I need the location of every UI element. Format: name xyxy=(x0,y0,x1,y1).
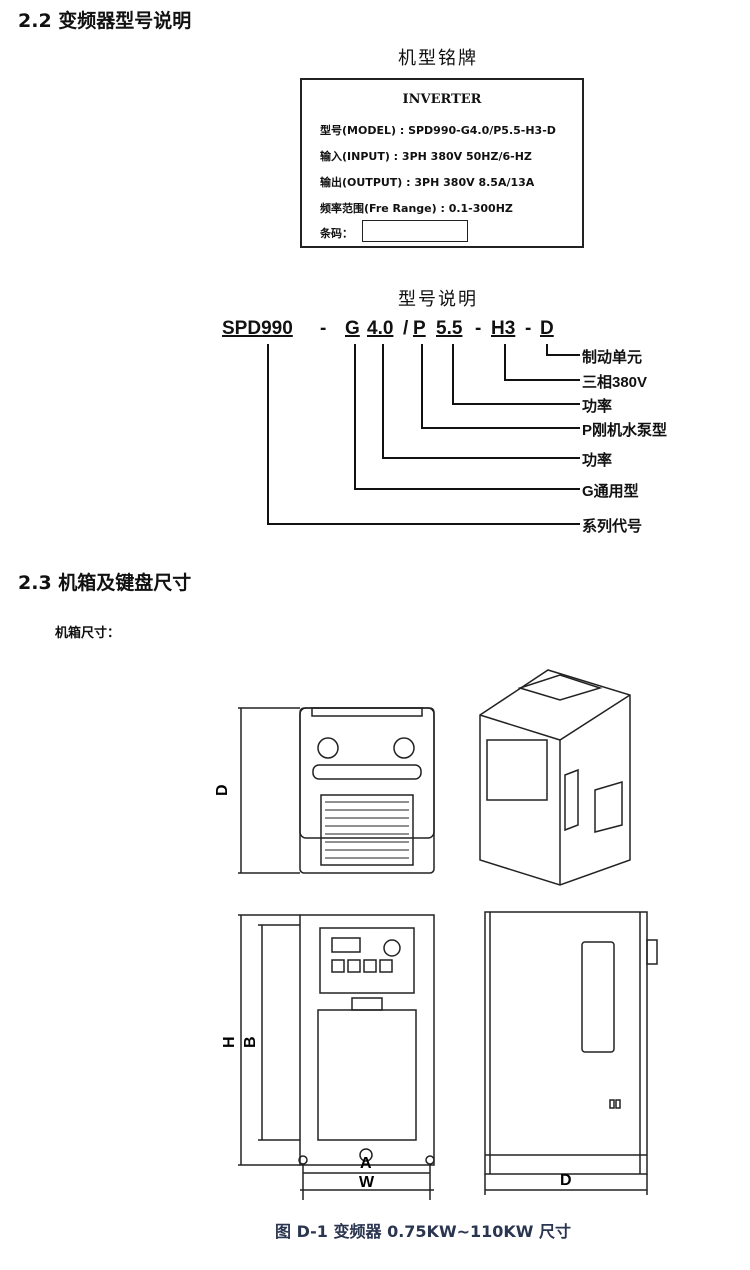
label-pump-type: P刚机水泵型 xyxy=(582,422,668,439)
barcode-box xyxy=(362,220,468,242)
label-power-g: 功率 xyxy=(582,452,613,469)
dim-a: A xyxy=(360,1155,372,1172)
model-leader-lines xyxy=(267,344,580,525)
nameplate: INVERTER 型号(MODEL) : SPD990-G4.0/P5.5-H3… xyxy=(300,78,584,248)
nameplate-title: INVERTER xyxy=(402,92,482,107)
label-brake-unit: 制动单元 xyxy=(582,349,643,366)
dim-d-top: D xyxy=(214,784,231,796)
nameplate-heading: 机型铭牌 xyxy=(398,48,478,69)
code-series: SPD990 xyxy=(222,318,293,339)
section-title-2-2: 2.2 变频器型号说明 xyxy=(18,10,192,32)
chassis-size-label: 机箱尺寸： xyxy=(55,626,121,641)
nameplate-model: 型号(MODEL) : SPD990-G4.0/P5.5-H3-D xyxy=(320,124,556,137)
label-three-phase: 三相380V xyxy=(582,374,648,391)
code-voltage: H3 xyxy=(491,318,516,339)
dim-d-side: D xyxy=(560,1172,572,1189)
code-dash: - xyxy=(525,318,532,339)
nameplate-barcode-label: 条码： xyxy=(320,227,353,240)
code-brake: D xyxy=(540,318,554,339)
nameplate-output: 输出(OUTPUT) : 3PH 380V 8.5A/13A xyxy=(320,176,535,189)
label-power-p: 功率 xyxy=(582,398,613,415)
dim-b: B xyxy=(242,1036,259,1048)
dim-h: H xyxy=(221,1036,238,1048)
model-code: SPD990 - G 4.0 / P 5.5 - H3 - D xyxy=(0,318,750,342)
label-series-code: 系列代号 xyxy=(582,518,643,535)
top-view-drawing xyxy=(299,707,435,874)
model-desc-heading: 型号说明 xyxy=(398,289,478,310)
code-dash: - xyxy=(320,318,327,339)
dim-w: W xyxy=(359,1174,375,1191)
label-general-type: G通用型 xyxy=(582,483,639,500)
code-g: G xyxy=(345,318,360,339)
nameplate-range: 频率范围(Fre Range) : 0.1-300HZ xyxy=(320,202,513,215)
figure-caption: 图 D-1 变频器 0.75KW~110KW 尺寸 xyxy=(275,1222,572,1241)
nameplate-input: 输入(INPUT) : 3PH 380V 50HZ/6-HZ xyxy=(320,150,532,163)
code-power-g: 4.0 xyxy=(367,318,394,339)
section-title-2-3: 2.3 机箱及键盘尺寸 xyxy=(18,572,192,594)
chassis-drawings: D H B A W D xyxy=(214,669,658,1200)
side-view-drawing xyxy=(484,911,658,1175)
front-view-drawing xyxy=(298,914,435,1166)
code-p: P xyxy=(413,318,426,339)
isometric-view-drawing xyxy=(479,669,631,886)
code-slash: / xyxy=(403,318,409,339)
code-power-p: 5.5 xyxy=(436,318,463,339)
code-dash: - xyxy=(475,318,482,339)
